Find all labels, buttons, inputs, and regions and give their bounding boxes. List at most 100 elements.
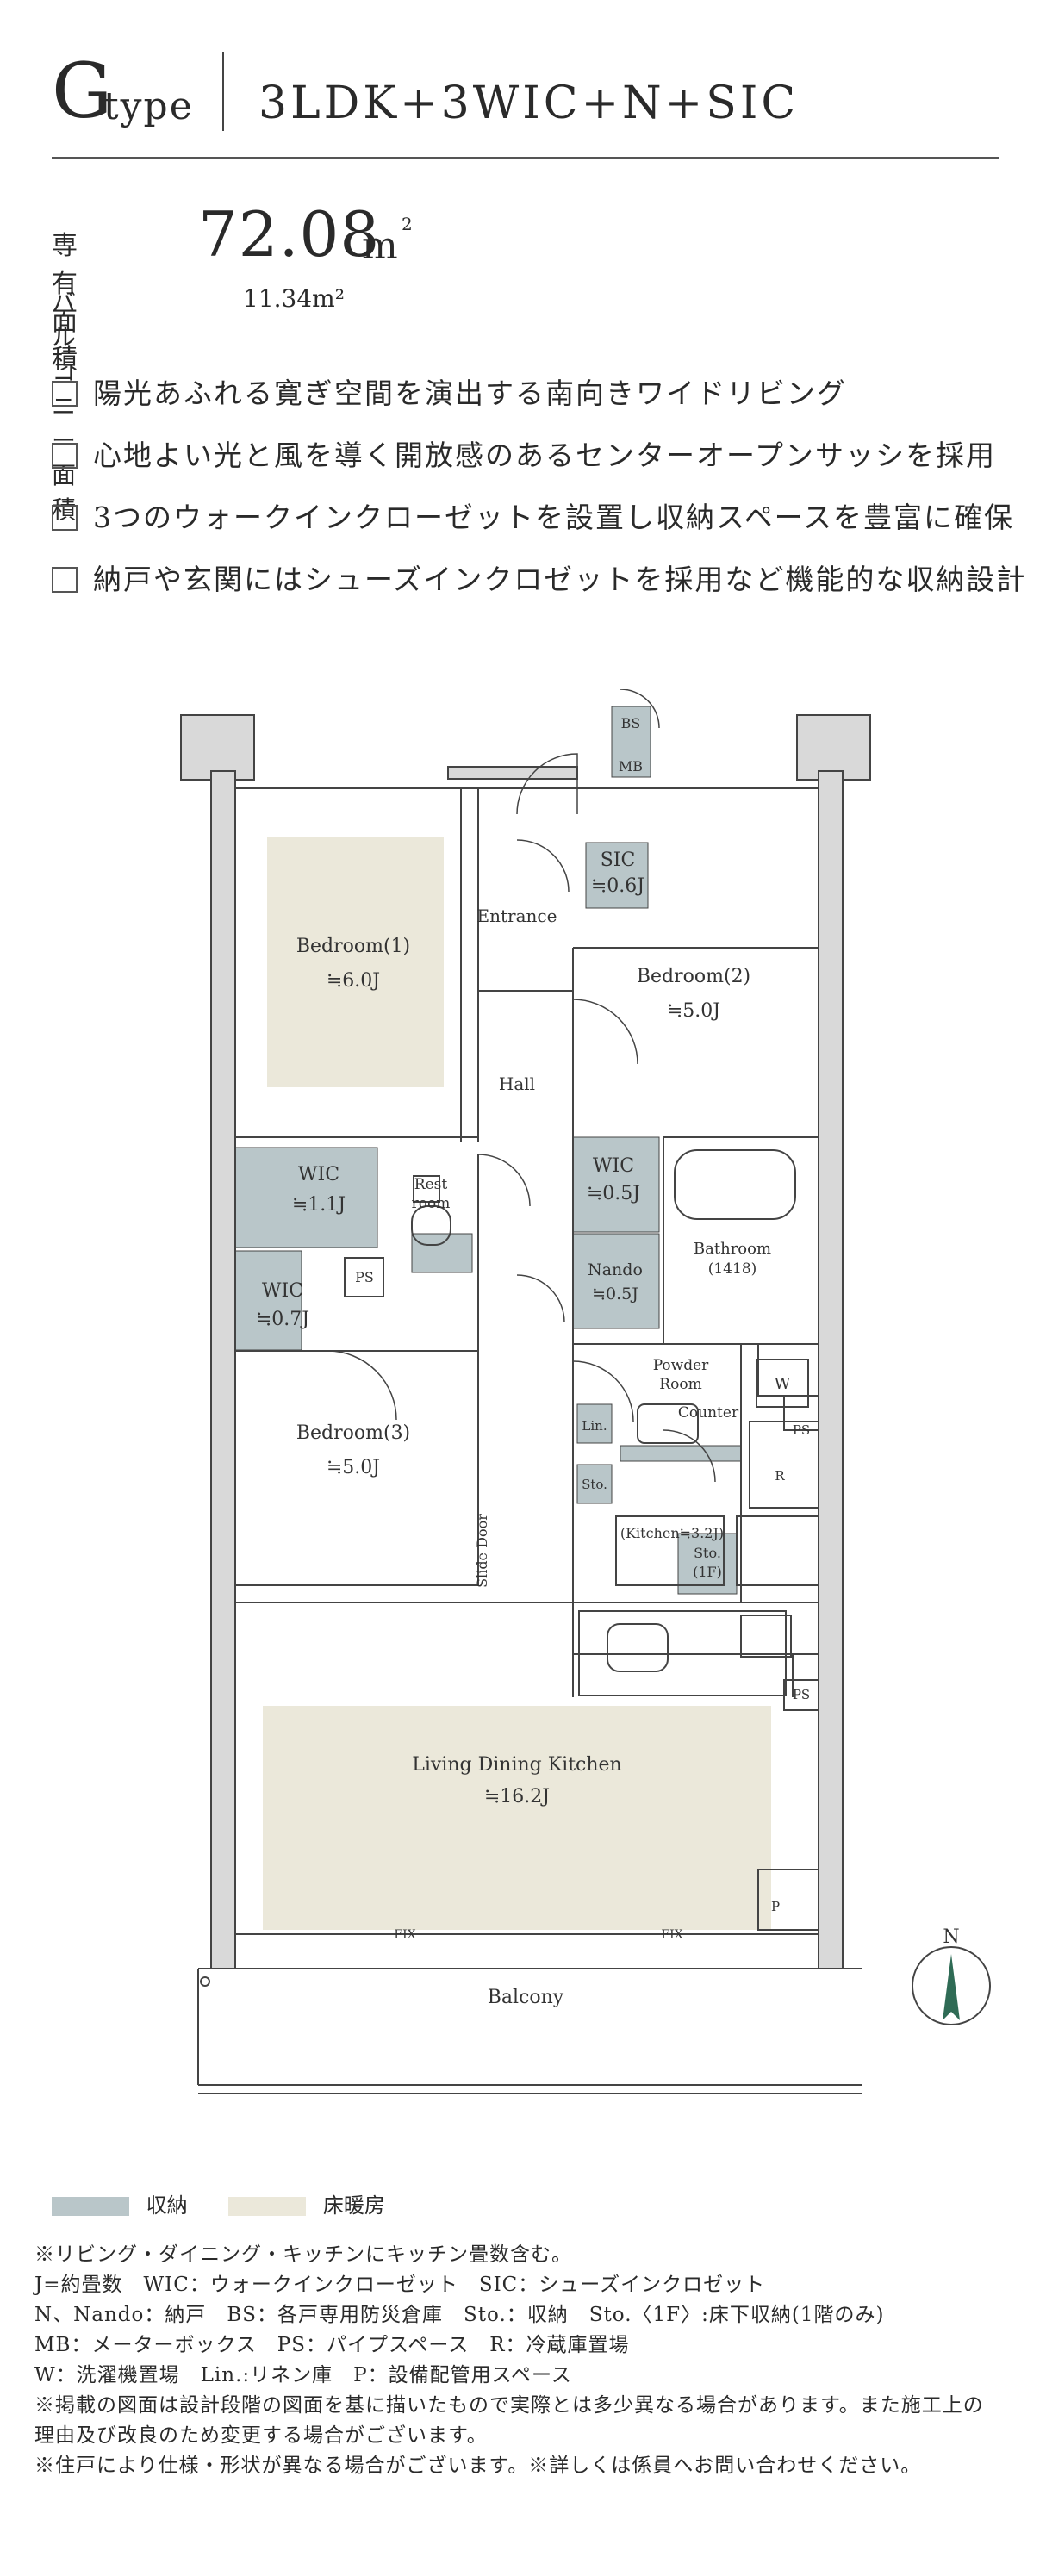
label-powder-1: Powder (653, 1357, 709, 1374)
label-sto1: Sto. (582, 1477, 607, 1492)
legend-storage-swatch (52, 2197, 129, 2216)
label-ps3: PS (793, 1687, 810, 1702)
note-line: J=約畳数 WIC：ウォークインクローゼット SIC：シューズインクロゼット (34, 2274, 766, 2296)
balcony-outline (197, 1968, 862, 2094)
balcony-area-value: 11.34m² (243, 284, 345, 313)
north-arrow (912, 1946, 991, 2025)
checkbox-icon (52, 443, 78, 469)
label-north: N (943, 1926, 959, 1948)
storage-wic3 (232, 1250, 302, 1351)
label-powder-2: Room (659, 1376, 701, 1393)
label-nando-size: ≒0.5J (592, 1285, 638, 1304)
label-r: R (775, 1468, 785, 1484)
label-ldk-size: ≒16.2J (484, 1786, 550, 1808)
door-swings (327, 689, 716, 1483)
label-ldk: Living Dining Kitchen (412, 1754, 621, 1776)
label-restroom-1: Rest (414, 1176, 448, 1193)
label-counter: Counter (678, 1404, 739, 1422)
label-ps1: PS (355, 1269, 374, 1285)
label-bathroom-size: (1418) (708, 1260, 757, 1278)
floor-plan-drawing: BS MB SIC ≒0.6J Entrance Bedroom(1) ≒6.0… (180, 689, 991, 2094)
label-hall: Hall (499, 1073, 535, 1094)
header-rule (52, 157, 999, 159)
storage-wic1 (232, 1147, 378, 1248)
feature-item: 納戸や玄関にはシューズインクロゼットを採用など機能的な収納設計 (52, 557, 1026, 598)
label-balcony: Balcony (488, 1987, 564, 2008)
feature-text: 納戸や玄関にはシューズインクロゼットを採用など機能的な収納設計 (93, 563, 1027, 596)
label-wic3-size: ≒0.7J (256, 1309, 309, 1330)
label-bs: BS (621, 715, 641, 731)
notes: ※リビング・ダイニング・キッチンにキッチン畳数含む。 J=約畳数 WIC：ウォー… (34, 2240, 1017, 2481)
label-fix2: FIX (661, 1928, 682, 1942)
label-bedroom1-size: ≒6.0J (327, 970, 380, 992)
label-mb: MB (619, 758, 643, 775)
type-word: type (103, 84, 194, 128)
checkbox-icon (52, 567, 78, 593)
feature-item: 心地よい光と風を導く開放感のあるセンターオープンサッシを採用 (52, 432, 996, 474)
note-line: W：洗濯機置場 Lin.:リネン庫 P：設備配管用スペース (34, 2364, 572, 2386)
label-bedroom1: Bedroom(1) (296, 936, 410, 957)
label-bathroom: Bathroom (694, 1240, 771, 1258)
label-wic1-size: ≒1.1J (292, 1194, 346, 1216)
label-sto2: Sto. (694, 1545, 721, 1561)
label-kitchen: (Kitchen≒3.2J) (620, 1525, 724, 1541)
floor-heating-ldk (263, 1706, 771, 1930)
storage-sic (585, 842, 649, 909)
label-wic3: WIC (262, 1280, 303, 1302)
label-bedroom3-size: ≒5.0J (327, 1457, 380, 1478)
note-line: 理由及び改良のため変更する場合がございます。 (34, 2424, 488, 2447)
feature-text: 心地よい光と風を導く開放感のあるセンターオープンサッシを採用 (93, 439, 997, 472)
label-wic2-size: ≒0.5J (587, 1183, 640, 1204)
note-line: N、Nando：納戸 BS：各戸専用防災倉庫 Sto.：収納 Sto.〈1F〉:… (34, 2304, 885, 2326)
note-line: MB：メーターボックス PS：パイプスペース R：冷蔵庫置場 (34, 2334, 630, 2356)
label-bedroom3: Bedroom(3) (296, 1422, 410, 1444)
storage-nando (572, 1233, 660, 1329)
label-bedroom2: Bedroom(2) (637, 966, 750, 987)
type-letter: G (52, 47, 113, 135)
storage-sto1 (576, 1464, 613, 1504)
label-sto2-sub: (1F) (693, 1564, 722, 1580)
storage-counter (620, 1445, 742, 1462)
header-separator (222, 52, 224, 131)
feature-item: 3つのウォークインクローゼットを設置し収納スペースを豊富に確保 (52, 495, 1014, 536)
floor-heating-bedroom1 (267, 837, 444, 1087)
label-p: P (771, 1899, 780, 1914)
label-wic1: WIC (298, 1164, 339, 1185)
label-sic: SIC (601, 849, 636, 871)
label-lin: Lin. (582, 1418, 607, 1434)
storage-sto2 (677, 1533, 738, 1595)
plan-header: G type 3LDK+3WIC+N+SIC (52, 52, 999, 164)
feature-text: 陽光あふれる寛ぎ空間を演出する南向きワイドリビング (93, 376, 847, 410)
floor-plan: BS MB SIC ≒0.6J Entrance Bedroom(1) ≒6.0… (0, 689, 1046, 2119)
label-entrance: Entrance (477, 905, 557, 926)
label-nando: Nando (588, 1260, 643, 1279)
legend: 収納 床暖房 (52, 2188, 385, 2218)
note-line: ※リビング・ダイニング・キッチンにキッチン畳数含む。 (34, 2243, 572, 2266)
plan-name: 3LDK+3WIC+N+SIC (258, 78, 800, 129)
label-bedroom2-size: ≒5.0J (667, 1000, 720, 1022)
storage-wic2 (572, 1136, 660, 1233)
label-ps2: PS (793, 1422, 810, 1438)
legend-floor-heating-swatch (228, 2197, 307, 2216)
area-value: 72.08 (198, 198, 381, 271)
label-sic-size: ≒0.6J (591, 875, 644, 897)
checkbox-icon (52, 381, 78, 407)
interior-walls (234, 787, 819, 1935)
label-slide-door: Slide Door (474, 1514, 490, 1588)
storage-restroom-shelf (411, 1233, 473, 1273)
area-unit: m (362, 224, 398, 268)
label-fix1: FIX (394, 1928, 415, 1942)
label-restroom-2: room (412, 1195, 451, 1212)
legend-storage-label: 収納 (146, 2193, 188, 2218)
note-line: ※住戸により仕様・形状が異なる場合がございます。※詳しくは係員へお問い合わせくだ… (34, 2455, 922, 2477)
label-washer: W (775, 1375, 791, 1393)
label-wic2: WIC (593, 1155, 634, 1177)
checkbox-icon (52, 505, 78, 531)
storage-lin (576, 1403, 613, 1444)
feature-item: 陽光あふれる寛ぎ空間を演出する南向きワイドリビング (52, 370, 847, 412)
note-line: ※掲載の図面は設計段階の図面を基に描いたもので実際とは多少異なる場合があります。… (34, 2394, 984, 2417)
outer-walls (180, 714, 871, 1969)
storage-bs (611, 706, 651, 778)
feature-text: 3つのウォークインクローゼットを設置し収納スペースを豊富に確保 (93, 501, 1015, 534)
area-label: 専有面積 (52, 231, 83, 375)
